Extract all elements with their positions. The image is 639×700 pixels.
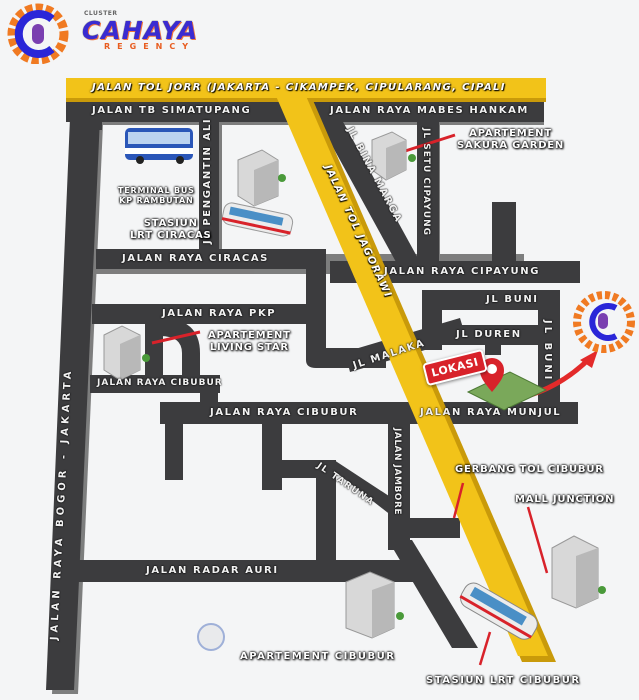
label-duren: JL DUREN [456, 329, 522, 340]
poi-terminal-bus-line2: KP RAMBUTAN [119, 196, 194, 205]
pointer-sakura [401, 133, 456, 154]
road-cipayung [330, 261, 580, 283]
road-ciracas [96, 249, 324, 269]
label-radar-auri: JALAN RADAR AURI [146, 565, 279, 576]
road-stub-right [492, 202, 516, 272]
building-icon-apt-cibubur [345, 571, 404, 639]
brand-cluster: CLUSTER [84, 10, 118, 17]
road-taruna [320, 460, 392, 516]
road-duren-stub [485, 325, 501, 355]
label-cibubur-left: JALAN RAYA CIBUBUR [97, 378, 223, 388]
floating-touch-button[interactable] [197, 623, 225, 651]
poi-sakura-line1: APARTEMENT [469, 128, 552, 139]
road-cibubur-stub2 [262, 402, 282, 490]
poi-living-star: APARTEMENT LIVING STAR [208, 330, 291, 354]
road-pengantin-ali [199, 120, 219, 258]
brand-sub: REGENCY [104, 42, 196, 51]
bus-icon [125, 128, 193, 164]
label-mabes-hankam: JALAN RAYA MABES HANKAM [330, 105, 529, 116]
poi-apt-cibubur: APARTEMENT CIBUBUR [240, 651, 396, 662]
poi-lrt-cibubur: STASIUN LRT CIBUBUR [426, 675, 581, 686]
label-buni-right: JL BUNI [542, 320, 553, 383]
poi-living-star-line1: APARTEMENT [208, 330, 291, 341]
pointer-mall [526, 506, 549, 574]
brand-name: CAHAYA [82, 16, 199, 45]
poi-mall-junction: MALL JUNCTION [515, 494, 615, 505]
label-pkp: JALAN RAYA PKP [162, 308, 277, 319]
road-jambore [388, 420, 410, 550]
road-cibubur-stub1 [165, 402, 183, 480]
brand-logo: CLUSTER CAHAYA REGENCY [4, 2, 234, 64]
pointer-living-star [151, 330, 201, 345]
train-icon-ciracas [221, 202, 294, 237]
poi-terminal-bus: TERMINAL BUS KP RAMBUTAN [118, 186, 195, 206]
building-icon-mall [551, 535, 606, 609]
road-bogor-jakarta [46, 118, 100, 690]
toll-jagorawi [276, 96, 548, 656]
poi-living-star-line2: LIVING STAR [209, 342, 289, 353]
label-ciracas: JALAN RAYA CIRACAS [122, 253, 269, 264]
toll-jorr [66, 78, 546, 98]
road-curve [160, 318, 200, 383]
brand-logo-small-icon [573, 291, 635, 353]
road-jambore-link [408, 518, 460, 538]
brand-sun-c-icon [7, 3, 69, 64]
label-buni-top: JL BUNI [486, 294, 539, 305]
road-radar-auri [60, 560, 418, 582]
poi-lrt-ciracas: STASIUN LRT CIRACAS [130, 218, 212, 242]
pointer-lrt-cibubur [478, 631, 492, 666]
label-cibubur-main: JALAN RAYA CIBUBUR [210, 407, 359, 418]
train-icon-cibubur [459, 582, 538, 640]
road-setu-cipayung [417, 120, 439, 268]
poi-terminal-bus-line1: TERMINAL BUS [118, 186, 195, 195]
poi-lrt-ciracas-line2: LRT CIRACAS [130, 230, 212, 241]
road-radar-auri-join [400, 560, 420, 582]
pointer-gerbang [452, 482, 465, 519]
road-buni-left [422, 290, 442, 350]
poi-sakura-garden: APARTEMENT SAKURA GARDEN [457, 128, 564, 152]
poi-gerbang-tol: GERBANG TOL CIBUBUR [455, 464, 604, 475]
building-icon-living-star [103, 325, 150, 381]
road-buni-top [422, 290, 552, 310]
road-taruna-v [316, 460, 336, 568]
label-munjul: JALAN RAYA MUNJUL [420, 407, 562, 418]
label-toll-jorr: JALAN TOL JORR (JAKARTA - CIKAMPEK, CIPU… [92, 82, 506, 93]
arrow-head-icon [580, 350, 598, 368]
label-jambore: JALAN JAMBORE [392, 428, 402, 516]
poi-sakura-line2: SAKURA GARDEN [457, 140, 565, 151]
location-pin-icon [466, 358, 548, 411]
building-icon-sakura [371, 131, 416, 181]
building-icon-pengantin [237, 149, 286, 207]
road-cibubur-left [90, 375, 220, 393]
road-bina-marga [318, 120, 420, 262]
label-cipayung: JALAN RAYA CIPAYUNG [384, 266, 541, 277]
label-setu-cipayung: JL SETU CIPAYUNG [421, 128, 431, 236]
poi-lrt-ciracas-line1: STASIUN [143, 218, 198, 229]
road-taruna-h [282, 460, 322, 478]
label-tb-simatupang: JALAN TB SIMATUPANG [92, 105, 252, 116]
